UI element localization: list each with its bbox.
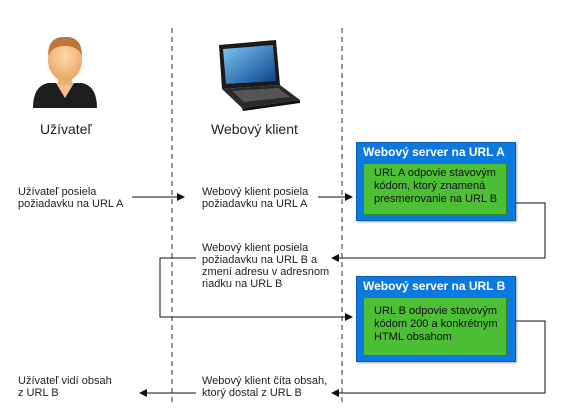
- server-a-title: Webový server na URL A: [363, 145, 505, 159]
- user-avatar-icon: [33, 36, 97, 108]
- server-a-line: URL A odpovie stavovým: [374, 167, 496, 179]
- server-b-line: kódom 200 a konkrétnym: [374, 318, 498, 330]
- arrow-client-to-server-b: [159, 257, 353, 321]
- laptop-icon: [219, 40, 300, 111]
- actor-client-label: Webový klient: [211, 121, 298, 137]
- arrow-server-b-response: [331, 320, 546, 397]
- server-a-box: Webový server na URL A URL A odpovie sta…: [356, 142, 516, 221]
- server-a-body: URL A odpovie stavovým kódom, ktorý znam…: [363, 163, 507, 215]
- arrow-server-a-response: [331, 202, 546, 262]
- server-b-line: HTML obsahom: [374, 331, 452, 343]
- server-b-title: Webový server na URL B: [363, 279, 506, 293]
- server-a-line: presmerovanie na URL B: [374, 193, 498, 205]
- server-b-line: URL B odpovie stavovým: [374, 305, 498, 317]
- server-b-box: Webový server na URL B URL B odpovie sta…: [356, 276, 516, 362]
- server-a-line: kódom, ktorý znamená: [374, 180, 486, 192]
- actor-user-label: Užívateľ: [40, 121, 92, 137]
- server-b-body: URL B odpovie stavovým kódom 200 a konkr…: [363, 297, 507, 356]
